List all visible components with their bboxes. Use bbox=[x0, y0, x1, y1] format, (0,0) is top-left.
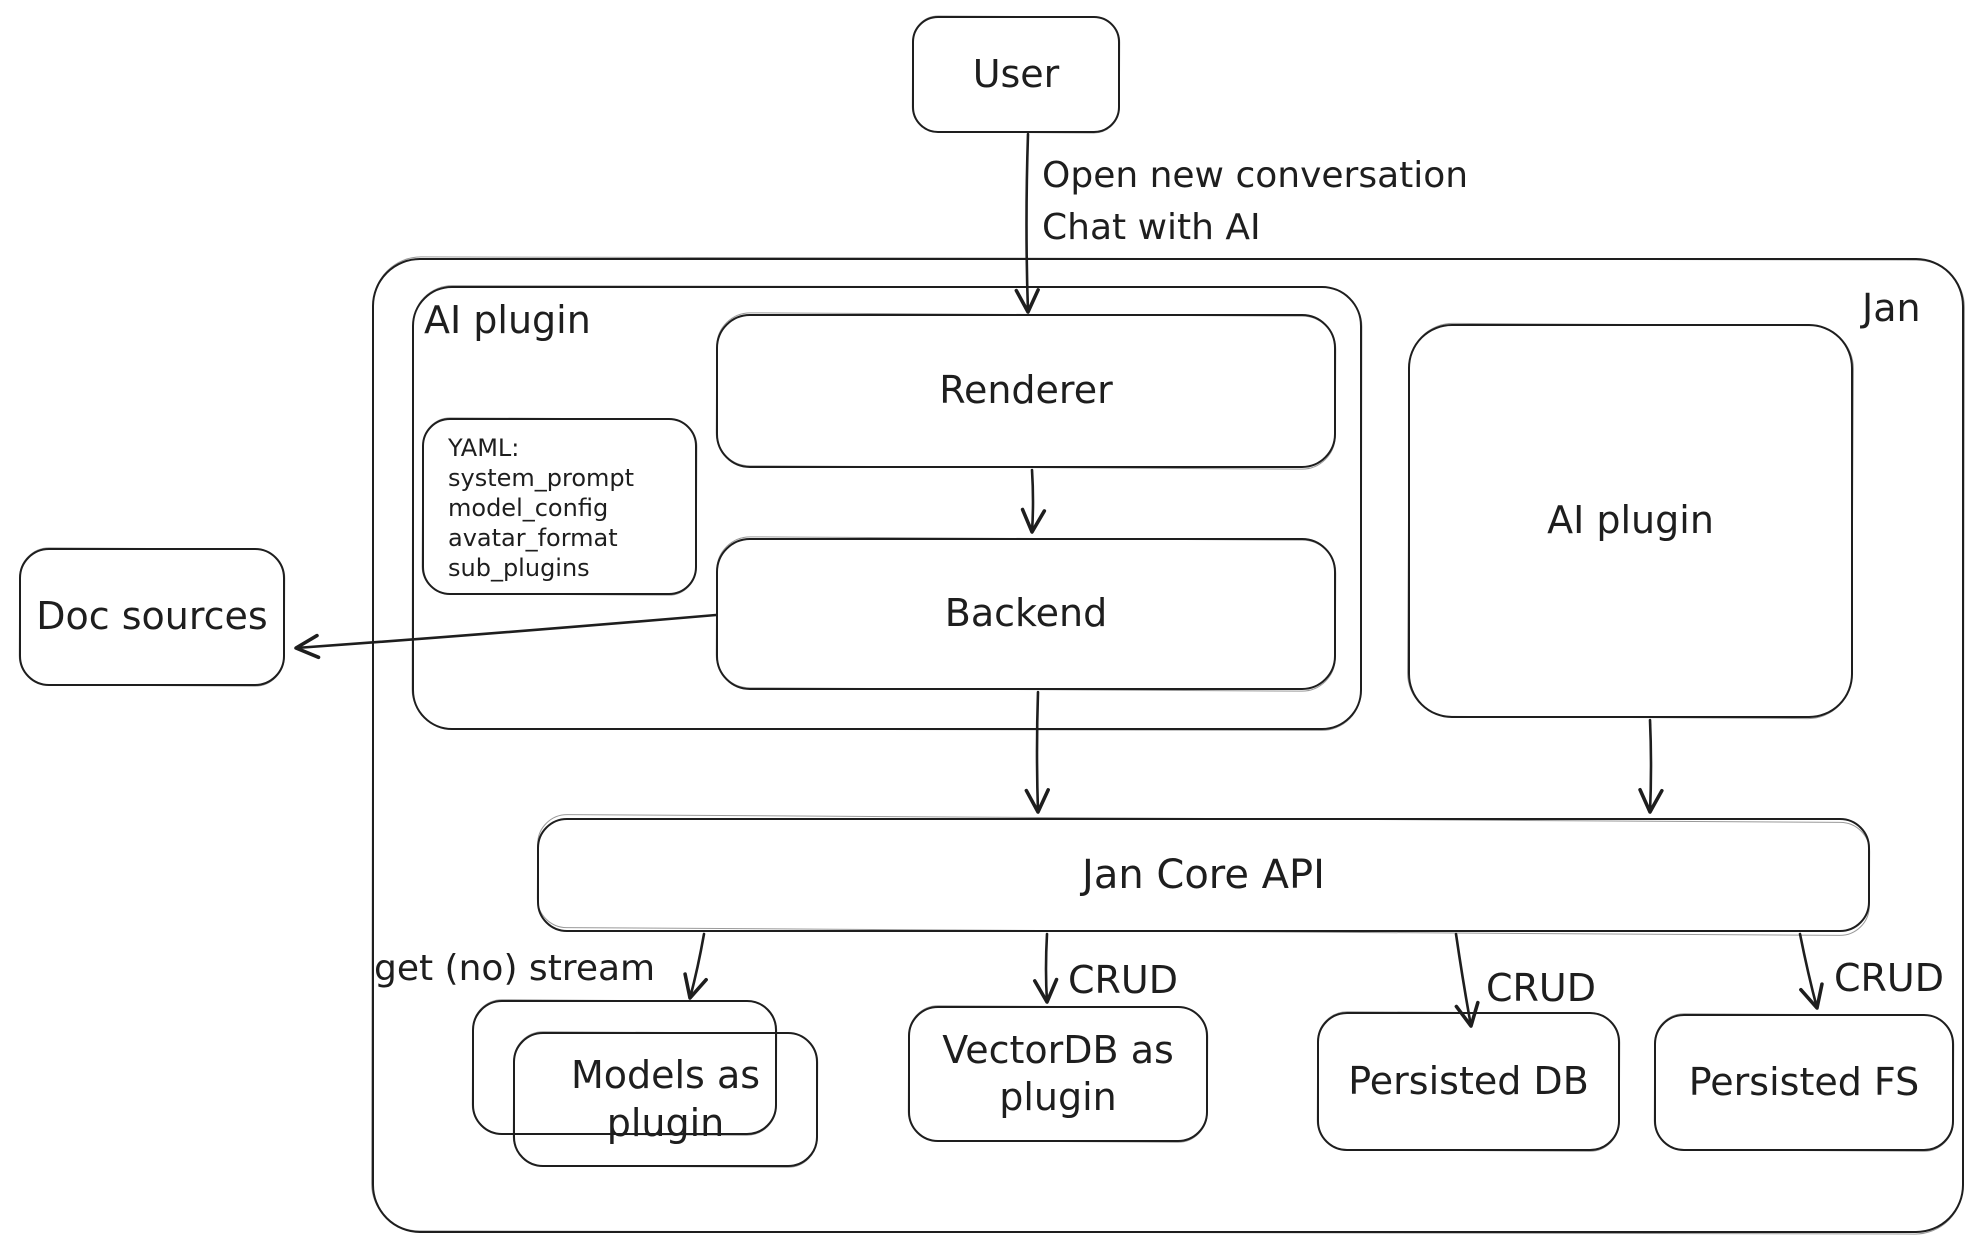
node-jan-core-api: Jan Core API bbox=[537, 818, 1870, 932]
edge-label-get-no-stream: get (no) stream bbox=[374, 948, 656, 989]
edge-label-user-to-renderer: Open new conversation Chat with AI bbox=[1042, 150, 1468, 254]
yaml-note-line: model_config bbox=[448, 494, 609, 522]
node-renderer-label: Renderer bbox=[939, 368, 1113, 413]
node-persisted-db: Persisted DB bbox=[1317, 1012, 1620, 1151]
node-user: User bbox=[912, 16, 1120, 133]
edge-label-open-conversation: Open new conversation bbox=[1042, 155, 1469, 196]
node-vectordb-as-plugin-label: VectorDB as plugin bbox=[942, 1027, 1174, 1120]
node-backend-label: Backend bbox=[944, 591, 1108, 636]
yaml-note-line: system_prompt bbox=[448, 464, 635, 492]
node-vectordb-as-plugin: VectorDB as plugin bbox=[908, 1006, 1208, 1142]
node-persisted-db-label: Persisted DB bbox=[1348, 1058, 1589, 1103]
node-persisted-fs-label: Persisted FS bbox=[1688, 1059, 1920, 1104]
yaml-note-line: YAML: bbox=[448, 434, 520, 462]
node-jan-core-api-label: Jan Core API bbox=[1082, 852, 1325, 898]
ai-plugin-left-container bbox=[412, 286, 1362, 730]
jan-container-label: Jan bbox=[1862, 286, 1921, 330]
node-backend: Backend bbox=[716, 538, 1336, 690]
jan-container-box bbox=[372, 258, 1964, 1233]
edge-label-chat-with-ai: Chat with AI bbox=[1042, 207, 1261, 248]
edge-label-crud-persisted-fs: CRUD bbox=[1834, 956, 1945, 1000]
node-doc-sources: Doc sources bbox=[19, 548, 285, 686]
node-renderer: Renderer bbox=[716, 314, 1336, 468]
node-user-label: User bbox=[972, 51, 1060, 96]
ai-plugin-left-label: AI plugin bbox=[424, 298, 591, 342]
yaml-note-line: avatar_format bbox=[448, 524, 618, 552]
yaml-note: YAML: system_prompt model_config avatar_… bbox=[422, 418, 697, 595]
node-ai-plugin-right: AI plugin bbox=[1408, 324, 1853, 718]
node-ai-plugin-right-label: AI plugin bbox=[1547, 498, 1714, 543]
node-doc-sources-label: Doc sources bbox=[36, 594, 268, 639]
yaml-note-line: sub_plugins bbox=[448, 554, 590, 582]
node-models-as-plugin-label: Models as plugin bbox=[570, 1053, 761, 1145]
edge-label-crud-vectordb: CRUD bbox=[1068, 958, 1179, 1002]
edge-label-crud-persisted-db: CRUD bbox=[1486, 966, 1597, 1010]
node-models-as-plugin: Models as plugin bbox=[513, 1032, 818, 1167]
node-persisted-fs: Persisted FS bbox=[1654, 1014, 1954, 1151]
